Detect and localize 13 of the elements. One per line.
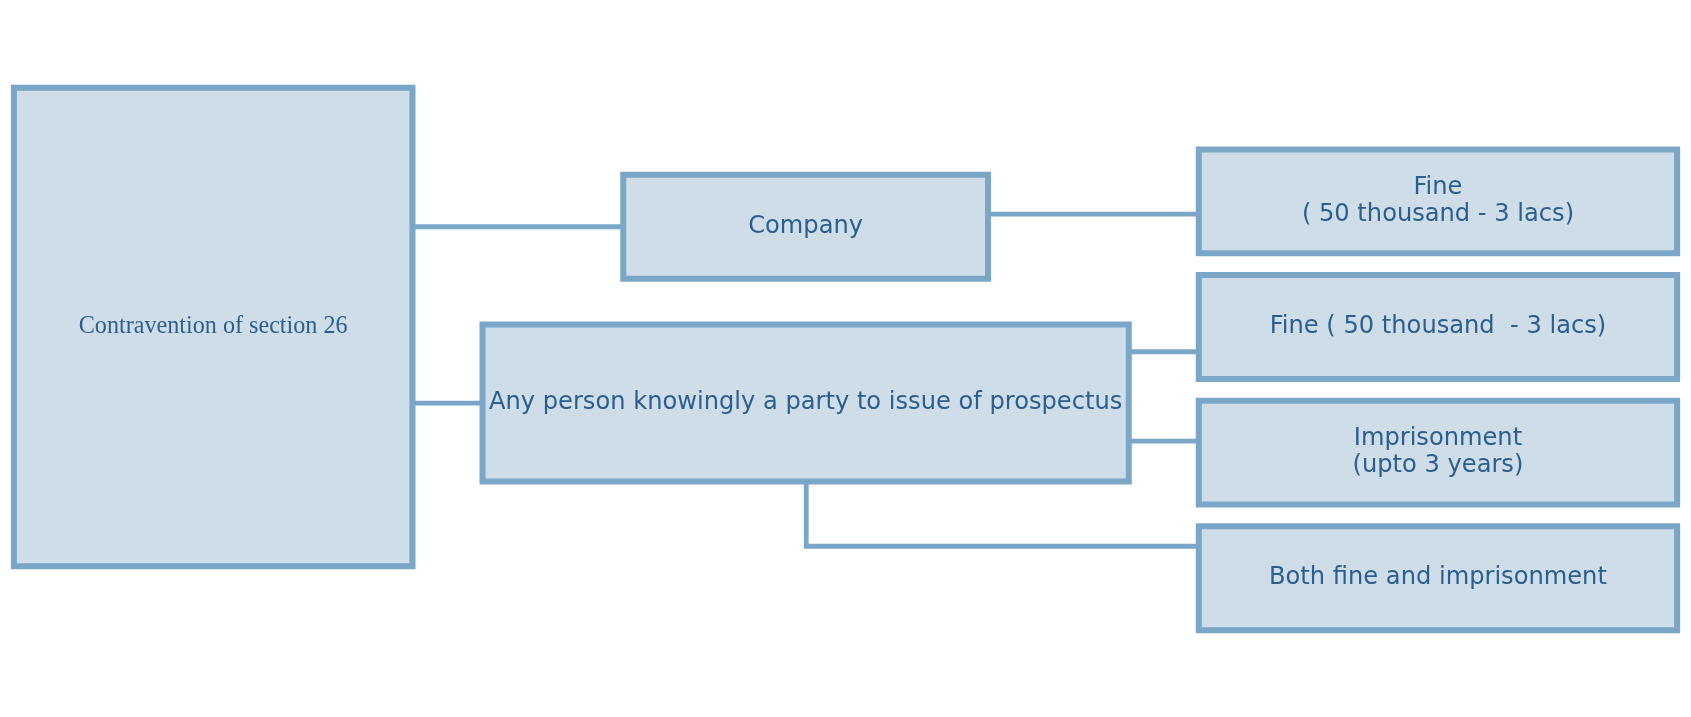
connector bbox=[412, 223, 623, 229]
connector bbox=[412, 400, 483, 405]
node-box: Any person knowingly a party to issue of prospectus bbox=[479, 321, 1132, 485]
node-box: Imprisonment (upto 3 years) bbox=[1195, 397, 1681, 508]
connector bbox=[803, 481, 1199, 549]
node-box: Fine ( 50 thousand - 3 lacs) bbox=[1195, 271, 1681, 382]
node-box: Fine ( 50 thousand - 3 lacs) bbox=[1195, 145, 1681, 256]
node-box: Company bbox=[620, 171, 992, 282]
node-box: Contravention of section 26 bbox=[10, 84, 416, 569]
connector bbox=[988, 211, 1199, 216]
connector bbox=[1128, 348, 1199, 354]
connector bbox=[1128, 438, 1199, 444]
node-box: Both fine and imprisonment bbox=[1195, 522, 1681, 633]
